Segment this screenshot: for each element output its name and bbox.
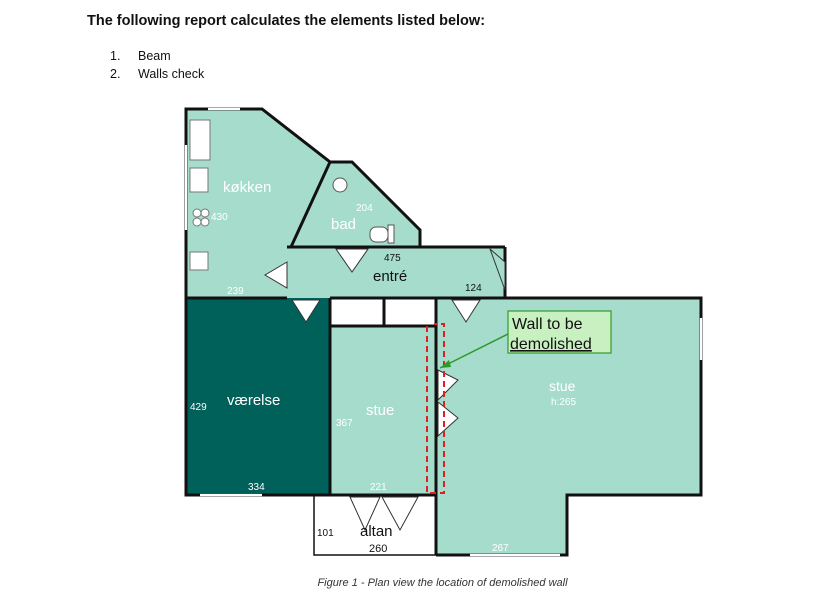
room-height-stue-large: h:265 [551,397,576,408]
report-heading: The following report calculates the elem… [87,13,486,29]
dim-204: 204 [356,203,373,214]
dim-124: 124 [465,283,482,294]
figure-caption: Figure 1 - Plan view the location of dem… [317,577,568,589]
dim-260: 260 [369,543,387,555]
list-text: Beam [138,49,171,63]
windows [184,107,703,557]
room-label-altan: altan [360,523,393,540]
dim-101: 101 [317,528,334,539]
callout-arrow [439,332,511,369]
dim-334: 334 [248,482,265,493]
dim-429: 429 [190,402,207,413]
room-stue-large [436,298,701,555]
room-vaerelse [186,298,330,495]
room-kokken [186,109,330,298]
room-entre [287,247,505,298]
element-list: 1. Beam 2. Walls check [110,49,204,85]
room-label-stue-small: stue [366,402,394,419]
list-number: 1. [110,49,121,63]
room-stue-small [330,326,436,495]
room-label-kokken: køkken [223,179,271,196]
kitchen-fixtures [189,119,211,271]
dim-367: 367 [336,418,353,429]
demolished-wall-marker [426,323,445,494]
bathroom-fixtures [332,177,395,244]
list-number: 2. [110,67,121,81]
dim-267: 267 [492,543,509,554]
list-item: 2. Walls check [110,67,204,85]
room-label-vaerelse: værelse [227,392,280,409]
callout-line1: Wall to be [512,316,583,333]
dim-430: 430 [211,212,228,223]
room-label-bad: bad [331,216,356,233]
room-label-stue-large: stue [549,378,576,394]
list-text: Walls check [138,67,205,81]
room-label-entre: entré [373,268,407,285]
callout-line2: demolished [510,336,592,353]
list-item: 1. Beam [110,49,204,67]
dim-475: 475 [384,253,401,264]
dim-221: 221 [370,482,387,493]
callout-arrowhead [440,360,451,368]
callout-box [507,310,612,354]
dim-239: 239 [227,286,244,297]
